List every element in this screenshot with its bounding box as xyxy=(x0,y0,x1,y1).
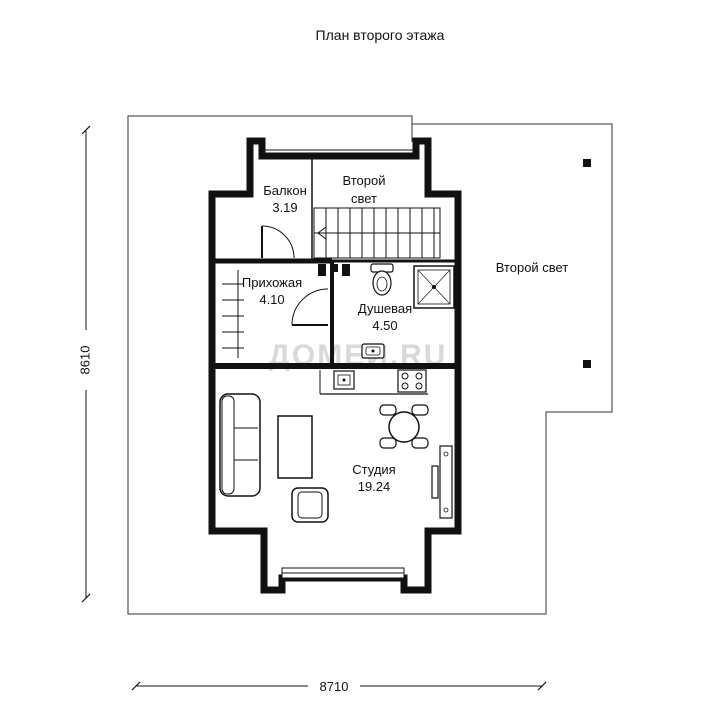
studio-name: Студия xyxy=(352,462,395,477)
kitchen-counter xyxy=(319,369,428,395)
toilet xyxy=(370,263,394,296)
vent-block-1 xyxy=(318,264,326,272)
bathroom-sink xyxy=(361,343,385,359)
vent-block-4 xyxy=(318,272,326,276)
shower-tray xyxy=(413,265,455,309)
width-dimension-value: 8710 xyxy=(320,679,349,694)
height-dimension xyxy=(81,125,91,603)
hallway-door xyxy=(291,288,329,326)
height-dimension-value: 8610 xyxy=(77,346,92,375)
dining-table xyxy=(379,404,429,449)
second-light-inner-line1: Второй xyxy=(343,173,386,188)
roof-post-top xyxy=(583,159,591,167)
shower-area: 4.50 xyxy=(372,318,397,333)
roof-post-bottom xyxy=(583,360,591,368)
hallway-name: Прихожая xyxy=(242,275,302,290)
hallway-area: 4.10 xyxy=(259,292,284,307)
staircase xyxy=(313,207,441,259)
second-light-outer-name: Второй свет xyxy=(496,260,569,275)
width-dimension xyxy=(131,681,547,691)
balcony-name: Балкон xyxy=(263,183,307,198)
vent-block-3 xyxy=(342,264,350,272)
second-light-inner-line2: свет xyxy=(351,191,377,206)
sofa xyxy=(219,393,261,497)
balcony-door xyxy=(261,225,295,259)
balcony-area: 3.19 xyxy=(272,200,297,215)
vent-block-5 xyxy=(342,272,350,276)
plan-title: План второго этажа xyxy=(316,27,445,43)
armchair xyxy=(291,487,329,523)
vent-block-2 xyxy=(330,264,338,272)
shower-name: Душевая xyxy=(358,301,412,316)
coffee-table xyxy=(277,415,313,479)
exterior-walls xyxy=(208,137,462,594)
studio-area: 19.24 xyxy=(358,479,391,494)
wardrobe xyxy=(222,270,244,358)
tv-unit xyxy=(431,445,453,519)
